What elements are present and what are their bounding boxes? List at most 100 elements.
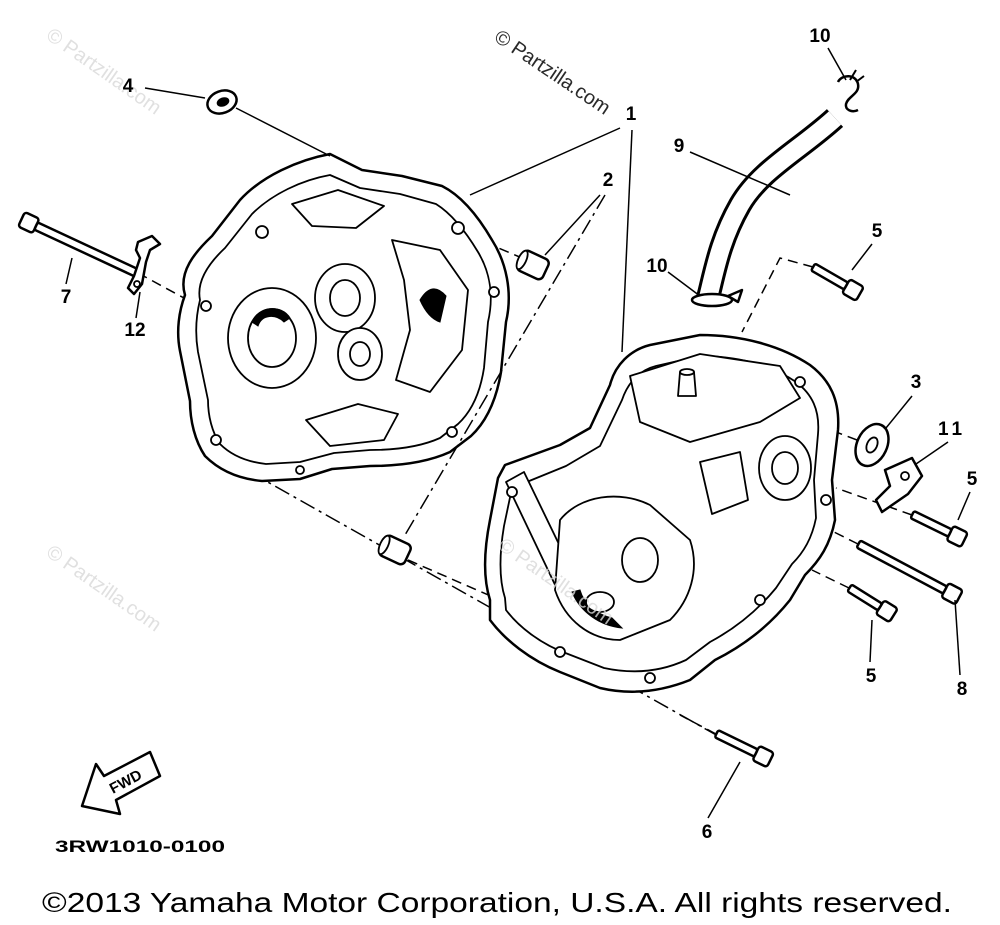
leader-lines [65, 47, 971, 819]
washer-4-hole [216, 97, 230, 107]
bolt-8 [856, 539, 964, 605]
bolt-6-shaft [714, 729, 759, 758]
leader-line-2-lower [404, 194, 606, 536]
callout-3: 3 [911, 372, 922, 393]
callout-8: 8 [957, 679, 968, 700]
clamp-12-hole [133, 280, 141, 288]
right-crankcase-shaft-bore [621, 537, 659, 583]
breather-hose-9 [696, 109, 844, 301]
clamp-11-hole [900, 471, 910, 481]
dowel-pin-upper [515, 249, 550, 281]
washer-4 [206, 89, 238, 115]
right-crankcase-bolt-boss [820, 494, 832, 506]
right-crankcase-cylinder-deck [629, 353, 801, 443]
callout-10-lower: 10 [646, 256, 667, 277]
left-crankcase-shaft-hole-upper [329, 279, 361, 317]
left-crankcase-bearing-shadow [251, 308, 291, 327]
bolt-5-right-shaft [909, 510, 953, 538]
callout-4: 4 [123, 76, 134, 97]
leader-line-4 [144, 87, 206, 99]
bolt-6 [714, 729, 775, 768]
leader-line-6 [707, 761, 741, 819]
right-crankcase-breather-nipple-tip [679, 368, 695, 376]
dowel-pin-lower-end [377, 534, 391, 556]
left-crankcase-half [176, 152, 510, 483]
alignment-line-bolt-6 [679, 714, 717, 735]
alignment-line-washer-3 [835, 431, 858, 441]
alignment-line-bolt-5-lower [811, 569, 850, 589]
washer-3 [854, 422, 890, 468]
left-crankcase-cavity-shadow [419, 288, 447, 323]
right-crankcase-bolt-boss [754, 594, 766, 606]
leader-line-11 [915, 441, 949, 465]
right-crankcase-lower-bore [585, 591, 615, 613]
bolt-8-shaft [856, 539, 948, 595]
right-crankcase-cavity-shadow [571, 589, 624, 629]
left-crankcase-bolt-boss [295, 465, 305, 475]
leader-line-8 [954, 599, 961, 676]
hose-clip-10-lower-ring [690, 292, 734, 308]
bolt-7-shaft [33, 221, 140, 278]
clamp-11-body [874, 456, 924, 514]
callout-9: 9 [674, 136, 685, 157]
callout-5-lower: 5 [866, 666, 877, 687]
callout-labels: 1 2 3 4 5 5 5 6 7 8 9 10 10 11 12 [61, 26, 978, 843]
alignment-line-bolt-8 [825, 527, 859, 545]
leader-line-3 [885, 395, 913, 429]
bolt-5-lower [846, 584, 898, 623]
hose-clip-10-lower-tab [726, 288, 744, 304]
right-crankcase-half [483, 333, 840, 693]
watermark-top: © Partzilla.com [490, 26, 614, 120]
breather-hose-body [699, 111, 842, 301]
left-crankcase-shaft-hole-lower [349, 341, 371, 367]
left-crankcase-bolt-boss [446, 426, 458, 438]
clamp-12-body [126, 234, 162, 296]
callout-6: 6 [702, 822, 713, 843]
watermark-mid-left: © Partzilla.com [42, 541, 165, 636]
callout-5-top: 5 [872, 221, 883, 242]
leader-line-4-to-case [235, 107, 331, 157]
bolt-5-top [810, 263, 865, 302]
right-crankcase-bolt-boss [794, 376, 806, 388]
callout-11: 11 [938, 419, 966, 440]
callout-2: 2 [603, 170, 614, 191]
hose-clip-10-top-spring [836, 75, 860, 113]
callout-12: 12 [124, 320, 145, 341]
hose-clip-10-top [836, 69, 865, 113]
leader-line-7 [65, 257, 73, 285]
bolt-5-lower-shaft [846, 584, 883, 611]
leader-line-1-left [469, 127, 621, 196]
left-crankcase-top-rib [291, 189, 385, 229]
leader-line-10-top [827, 47, 847, 81]
clamp-12 [126, 234, 162, 296]
washer-3-hole [865, 436, 879, 454]
forward-direction-arrow: FWD [80, 750, 162, 816]
left-crankcase-bolt-boss [451, 221, 465, 235]
left-crankcase-bolt-boss [210, 434, 222, 446]
alignment-line-bolt-5-top [741, 257, 814, 333]
alignment-line-bolt-5-right [835, 487, 913, 516]
watermark-top-left: © Partzilla.com [42, 24, 165, 119]
clamp-11 [874, 456, 924, 514]
right-crankcase-bolt-boss [644, 672, 656, 684]
leader-line-5-top [851, 243, 873, 271]
bolt-7 [17, 211, 140, 278]
right-crankcase-crank-hole [771, 451, 799, 485]
left-crankcase-bolt-boss [255, 225, 269, 239]
hose-clip-10-lower [690, 288, 744, 308]
hose-clip-10-top-tab [849, 69, 865, 83]
left-crankcase-bolt-boss [488, 286, 500, 298]
right-crankcase-bolt-boss [554, 646, 566, 658]
leader-line-5-lower [869, 619, 873, 663]
dowel-pin-lower [377, 534, 412, 566]
dowel-pin-upper-end [515, 249, 529, 271]
leader-line-12 [135, 291, 141, 319]
leader-line-2-upper [544, 194, 601, 256]
callout-5-right: 5 [967, 469, 978, 490]
leader-line-10-lower [667, 271, 701, 297]
leader-line-5-right [957, 491, 971, 521]
forward-arrow-icon [80, 750, 162, 816]
callout-1: 1 [626, 104, 637, 125]
callout-7: 7 [61, 287, 72, 308]
right-crankcase-side-rib [699, 451, 749, 515]
